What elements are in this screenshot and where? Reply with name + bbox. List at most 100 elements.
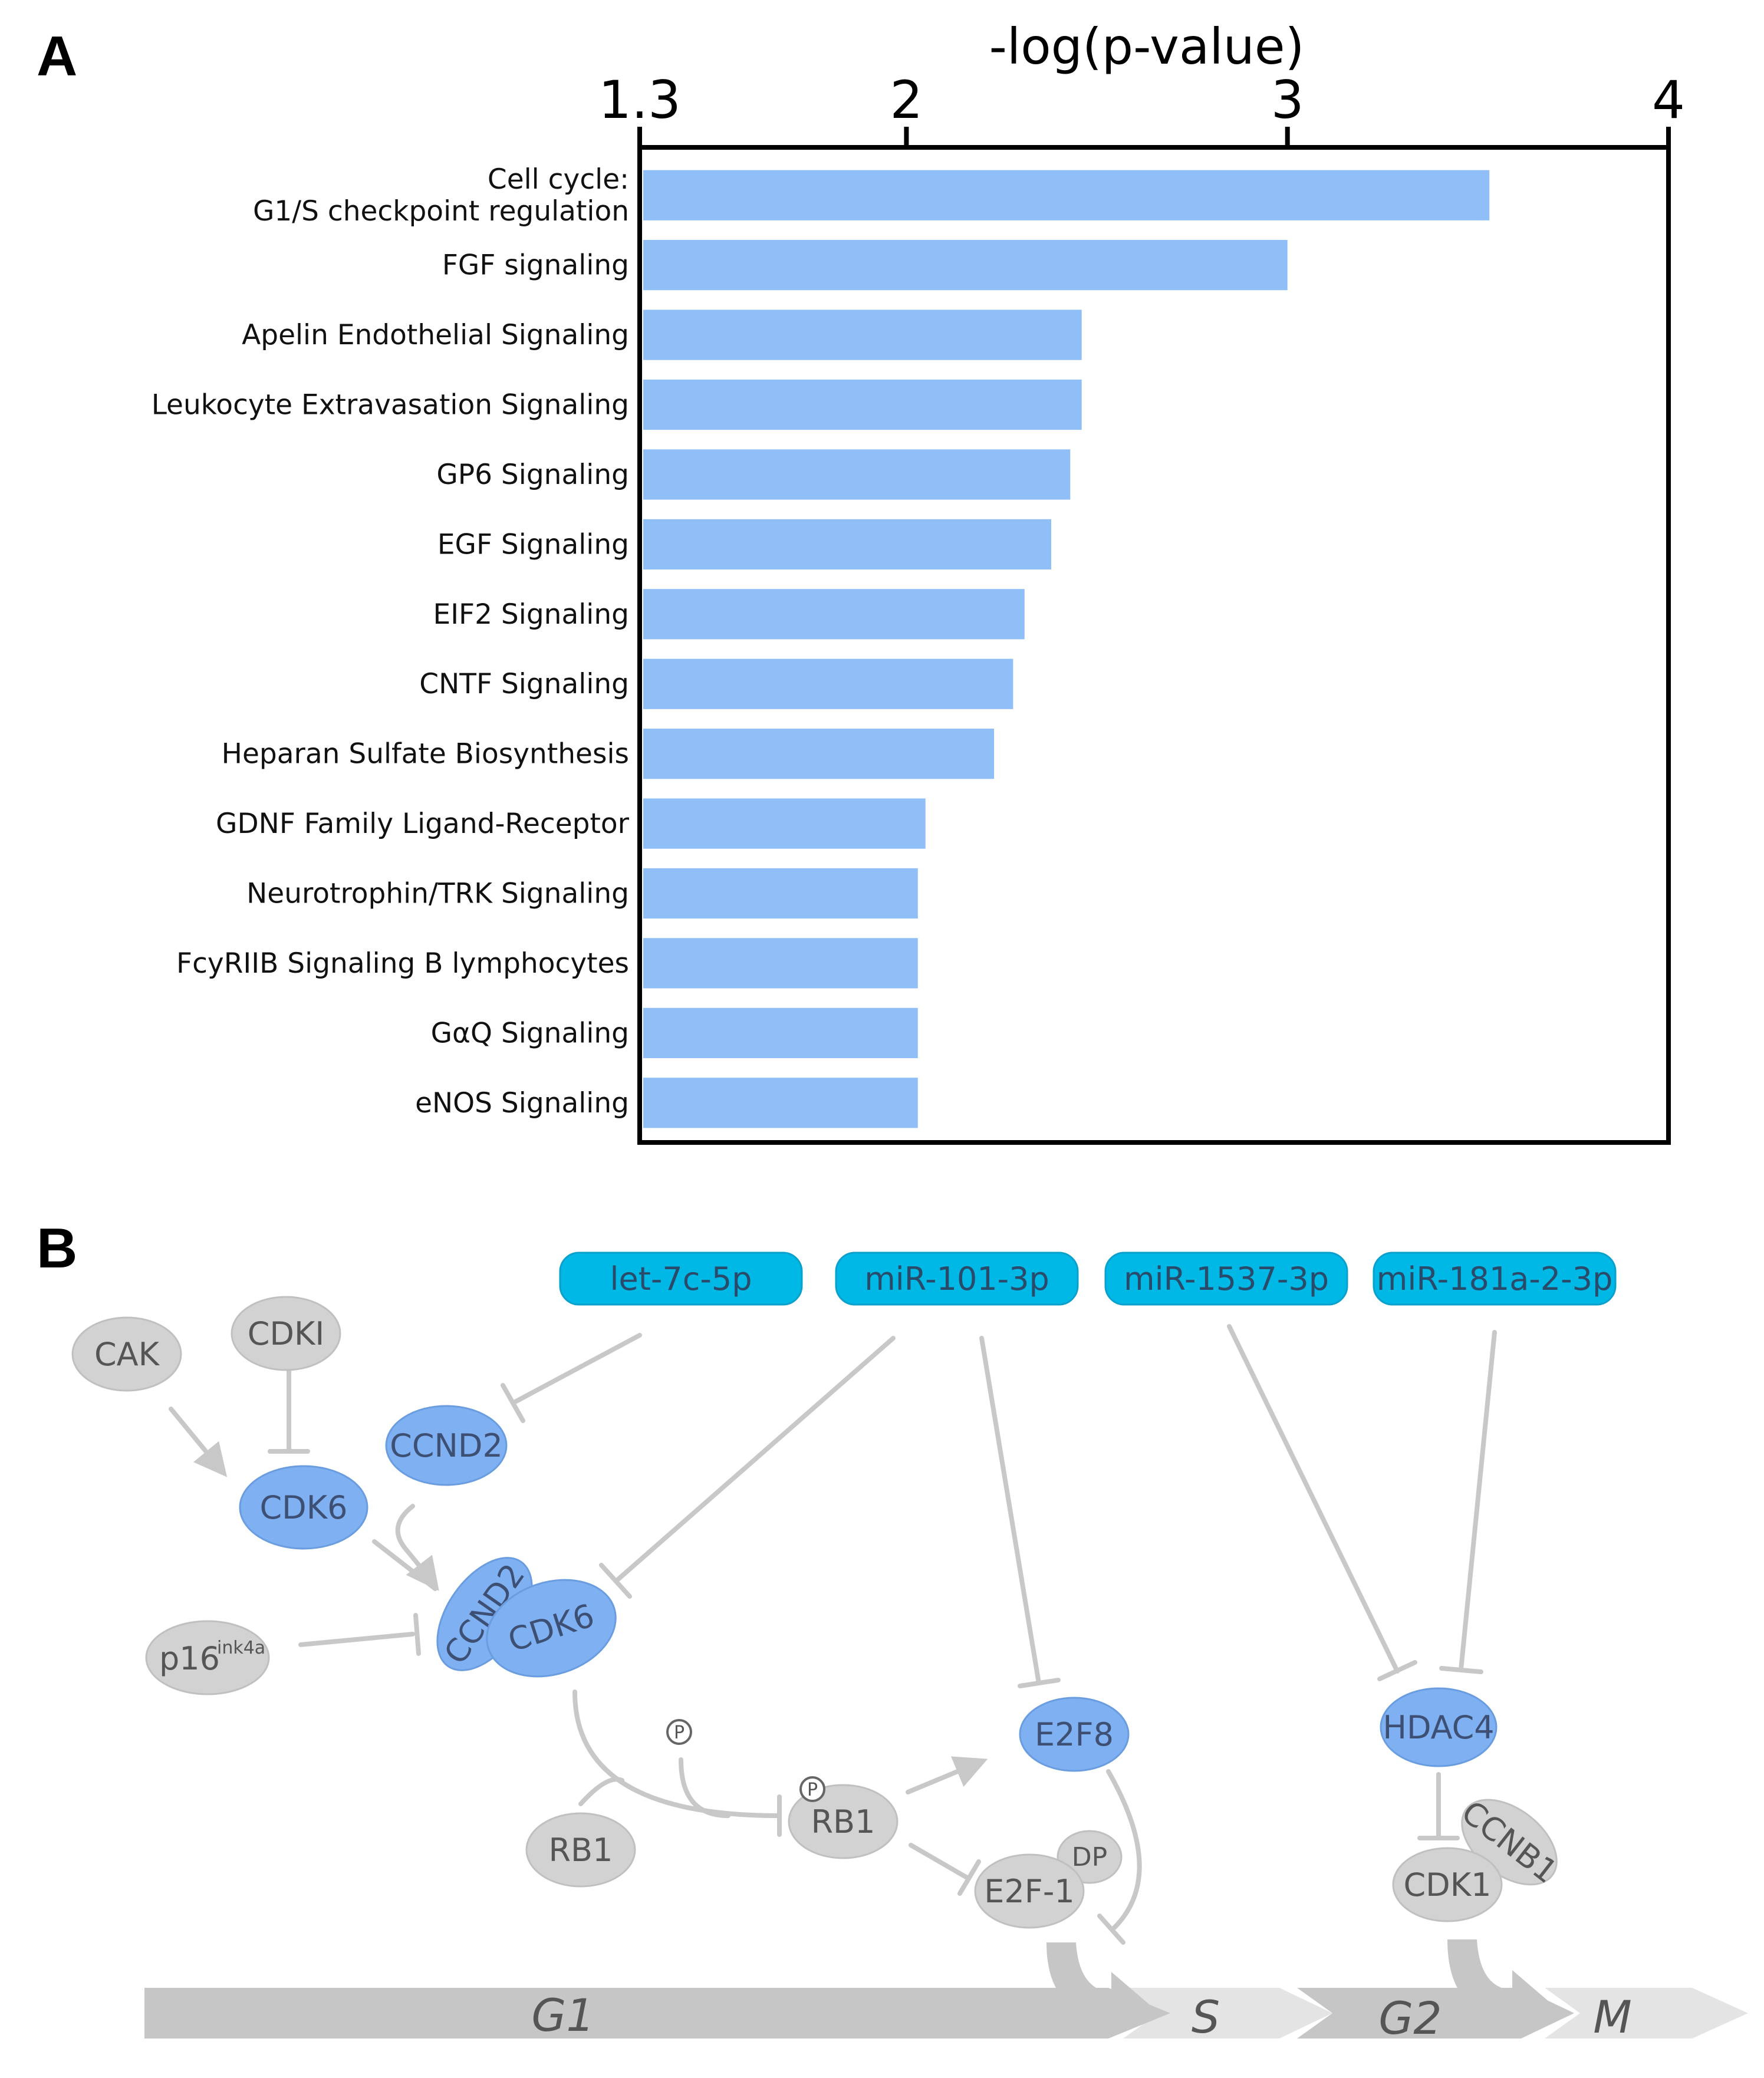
phase-s-arrow [1123, 1988, 1332, 2039]
category-label: GP6 Signaling [436, 459, 629, 491]
phase-g2-label: G2 [1378, 1992, 1442, 2044]
node-p16 [145, 1620, 270, 1695]
mirna-label-let7c: let-7c-5p [610, 1260, 752, 1297]
node-cak [71, 1316, 182, 1392]
let7c-inhibit-bar [501, 1383, 525, 1423]
cell-cycle-arrow: G1 S G2 M [144, 1939, 1748, 2044]
bar [643, 798, 926, 849]
node-cdk6 [239, 1465, 368, 1550]
transition-e2f1-arrow [1046, 1942, 1153, 2037]
mir181a-inhibits-hdac4 [1459, 1330, 1497, 1672]
panel-b-label: B [37, 1217, 77, 1280]
x-tick-label: 4 [1652, 70, 1685, 130]
category-label: FcyRIIB Signaling B lymphocytes [176, 947, 629, 980]
e2f8-e2f1-bar [1097, 1914, 1125, 1945]
category-label: Apelin Endothelial Signaling [242, 319, 629, 351]
bar [643, 309, 1082, 360]
node-hdac4 [1380, 1687, 1498, 1767]
bar [643, 729, 995, 779]
plot-frame [637, 145, 1671, 1145]
category-label: Heparan Sulfate Biosynthesis [222, 738, 629, 770]
x-tick-label: 1.3 [598, 70, 681, 130]
mirna-box-let7c [559, 1252, 803, 1306]
rb1p-inhibits-e2f1 [909, 1843, 969, 1880]
phospho-branch [679, 1757, 730, 1818]
cdk6-to-complex [372, 1539, 437, 1591]
node-cak-label: CAK [94, 1336, 160, 1373]
mir101-inhibits-complex [614, 1336, 896, 1583]
phase-m-label: M [1593, 1991, 1632, 2043]
mirna-box-mir1537 [1104, 1252, 1348, 1306]
mirna-box-mir181a [1373, 1252, 1617, 1306]
phospho-symbol-1 [666, 1719, 692, 1745]
cak-activates-cdk6 [169, 1407, 228, 1477]
x-axis-title: -log(p-value) [989, 18, 1305, 75]
bar [643, 449, 1071, 500]
node-e2f1-label: E2F-1 [984, 1873, 1074, 1910]
x-tick-label: 2 [890, 70, 923, 130]
node-e2f1 [974, 1853, 1085, 1929]
mir101-complex-bar [599, 1563, 632, 1599]
mirna-label-mir181a: miR-181a-2-3p [1377, 1260, 1613, 1297]
mir101-e2f8-bar [1018, 1678, 1061, 1688]
panel-a-label: A [37, 25, 77, 88]
phase-g1-label: G1 [531, 1989, 594, 2041]
node-ccnd2 [385, 1405, 508, 1486]
node-e2f8 [1019, 1697, 1130, 1772]
node-rb1-label: RB1 [549, 1832, 613, 1869]
mir101-inhibits-e2f8 [979, 1336, 1041, 1685]
node-rb1-phospho-label: RB1 [811, 1803, 876, 1840]
node-complex-cdk6 [486, 1579, 617, 1678]
bar [643, 938, 918, 989]
phospho-symbol-2-label: P [807, 1780, 818, 1800]
transition-cdk1-arrow [1447, 1939, 1554, 2037]
let7c-inhibits-ccnd2 [511, 1333, 642, 1405]
x-tick-label: 3 [1271, 70, 1304, 130]
node-cdki [231, 1296, 341, 1371]
interaction-lines [169, 1324, 1497, 1945]
category-labels: Cell cycle:G1/S checkpoint regulationFGF… [152, 163, 630, 1119]
node-p16-label: p16 [159, 1640, 220, 1677]
node-dp-label: DP [1072, 1842, 1107, 1872]
bar [643, 240, 1288, 291]
phase-g1-arrow [144, 1988, 1170, 2039]
x-axis-ticks: 1.3 2 3 4 [598, 70, 1685, 147]
category-label: Cell cycle: [488, 163, 629, 196]
mir181a-hdac4-bar [1439, 1666, 1483, 1674]
category-label: CNTF Signaling [419, 668, 629, 700]
mirna-label-mir101: miR-101-3p [864, 1260, 1049, 1297]
bars [643, 170, 1490, 1128]
node-p16-superscript: ink4a [217, 1638, 265, 1658]
node-ccnd2-label: CCND2 [390, 1427, 503, 1464]
p16-complex-bar [413, 1613, 421, 1656]
node-hdac4-label: HDAC4 [1383, 1709, 1494, 1746]
category-label: eNOS Signaling [415, 1087, 629, 1119]
category-label: G1/S checkpoint regulation [253, 195, 629, 228]
mirna-label-mir1537: miR-1537-3p [1124, 1260, 1329, 1297]
node-cdki-label: CDKI [248, 1315, 325, 1352]
category-label: GDNF Family Ligand-Receptor [216, 808, 630, 840]
rb1p-activates-e2f8 [906, 1756, 988, 1794]
mirna-box-mir101 [835, 1252, 1079, 1306]
category-label: EIF2 Signaling [433, 598, 630, 631]
mir1537-hdac4-bar [1377, 1660, 1417, 1681]
bar [643, 1007, 918, 1058]
bar [643, 379, 1082, 430]
node-e2f8-label: E2F8 [1035, 1716, 1114, 1753]
phospho-symbol-2 [799, 1776, 825, 1802]
bar [643, 1078, 918, 1128]
rb1-branch [578, 1777, 624, 1806]
phase-m-arrow [1545, 1988, 1748, 2039]
category-label: FGF signaling [442, 249, 629, 282]
category-label: Leukocyte Extravasation Signaling [152, 389, 629, 421]
phase-s-label: S [1192, 1991, 1220, 2043]
bar [643, 868, 918, 919]
node-rb1-phospho [788, 1784, 899, 1859]
category-label: GαQ Signaling [431, 1017, 629, 1049]
target-nodes: CCND2 CDK6 CCND2 CDK6 E2F8 HDAC4 [239, 1405, 1498, 1772]
p16-inhibits-complex [298, 1632, 415, 1647]
bar [643, 519, 1051, 569]
rb1p-e2f1-bar [957, 1859, 981, 1896]
node-cdk1 [1392, 1847, 1503, 1922]
